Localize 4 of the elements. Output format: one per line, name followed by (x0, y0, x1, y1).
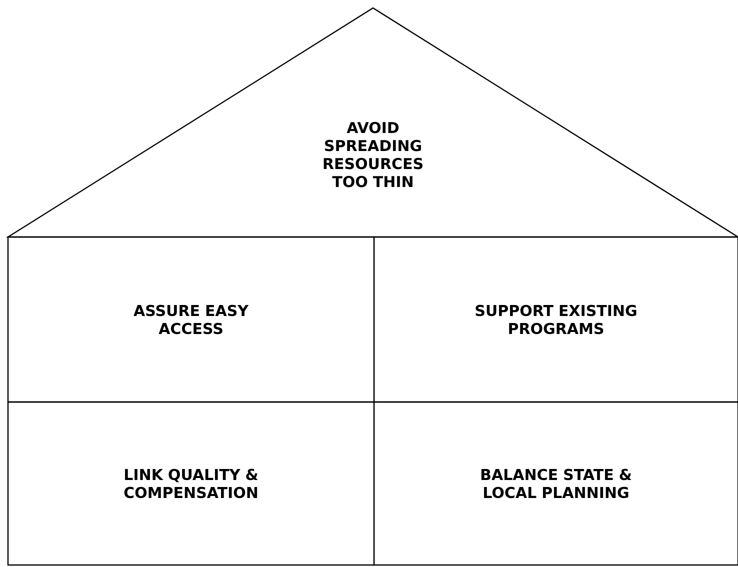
house-panel: SUPPORT EXISTING PROGRAMS (373, 236, 738, 403)
house-panel: ASSURE EASY ACCESS (7, 236, 375, 403)
house-panel: BALANCE STATE & LOCAL PLANNING (373, 401, 738, 566)
house-panel: LINK QUALITY & COMPENSATION (7, 401, 375, 566)
